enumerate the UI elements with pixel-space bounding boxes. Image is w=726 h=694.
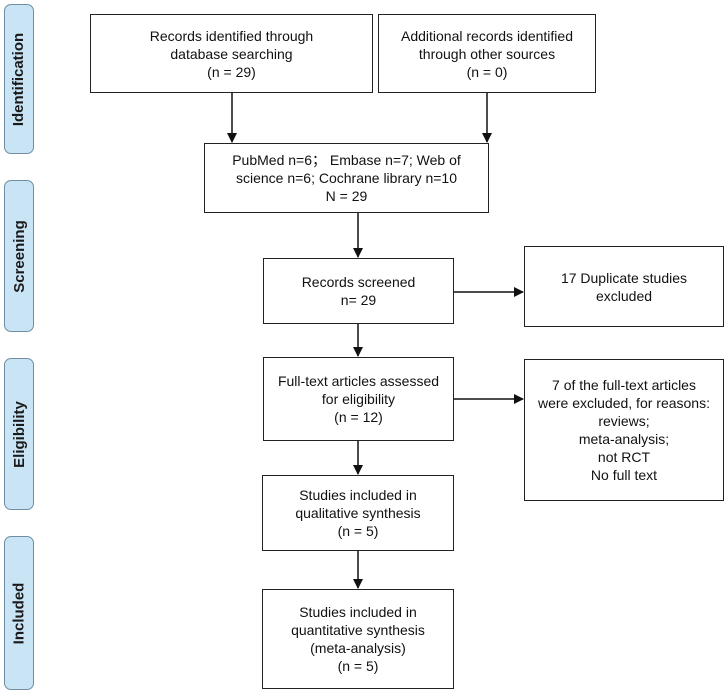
stage-eligibility: Eligibility bbox=[4, 358, 34, 510]
box-records-screened: Records screened n= 29 bbox=[263, 258, 454, 324]
box-text-line: for eligibility bbox=[321, 391, 396, 407]
box-text-line: 7 of the full-text articles bbox=[552, 377, 696, 393]
box-text-line: 17 Duplicate studies bbox=[560, 269, 688, 286]
box-text-line: Records identified through bbox=[149, 27, 314, 44]
box-text: Full-text articles assessed for eligibili… bbox=[278, 372, 439, 426]
box-text-line: science n=6; Cochrane library n=10 bbox=[235, 170, 457, 186]
box-text-line: Records screened bbox=[301, 274, 416, 290]
box-text-line: (n = 0) bbox=[466, 63, 508, 80]
box-text-line: reviews; bbox=[598, 413, 650, 429]
box-fulltext-assessed: Full-text articles assessed for eligibili… bbox=[263, 357, 454, 441]
box-quantitative-synthesis: Studies included in quantitative synthesi… bbox=[262, 589, 454, 689]
box-text-line: not RCT bbox=[597, 449, 651, 465]
box-fulltext-excluded: 7 of the full-text articles were excluded… bbox=[524, 359, 724, 501]
box-combined-sources: PubMed n=6； Embase n=7; Web of science n=… bbox=[204, 143, 489, 213]
box-text-line: excluded bbox=[595, 287, 653, 304]
box-text: Records screened n= 29 bbox=[302, 273, 416, 309]
stage-included: Included bbox=[4, 536, 34, 690]
box-text-line: (meta-analysis) bbox=[310, 640, 406, 656]
box-qualitative-synthesis: Studies included in qualitative synthesis… bbox=[262, 475, 454, 551]
box-text: Studies included in qualitative synthesis… bbox=[295, 486, 420, 540]
stage-screening: Screening bbox=[4, 180, 34, 332]
box-text-line: (n = 5) bbox=[337, 658, 379, 674]
box-text-line: qualitative synthesis bbox=[295, 505, 421, 521]
box-text-line: (n = 29) bbox=[207, 63, 256, 80]
box-text-line: database searching bbox=[170, 45, 293, 62]
box-text: PubMed n=6； Embase n=7; Web of science n=… bbox=[232, 151, 461, 205]
box-text-line: Additional records identified bbox=[401, 27, 573, 44]
box-text-line: Studies included in bbox=[299, 487, 417, 503]
box-text-line: (n = 12) bbox=[334, 409, 383, 425]
stage-identification: Identification bbox=[4, 4, 34, 154]
box-text-line: were excluded, for reasons: bbox=[538, 395, 710, 411]
box-text-line: No full text bbox=[590, 467, 658, 483]
box-text: 7 of the full-text articles were excluded… bbox=[538, 376, 710, 484]
box-text-line: Full-text articles assessed bbox=[277, 373, 440, 389]
box-text-line: quantitative synthesis bbox=[291, 622, 425, 638]
box-text: Studies included in quantitative synthesi… bbox=[291, 603, 425, 675]
box-text-line: through other sources bbox=[418, 45, 556, 62]
box-text-line: (n = 5) bbox=[337, 523, 379, 539]
box-text-line: Studies included in bbox=[299, 604, 417, 620]
box-text-line: meta-analysis; bbox=[578, 431, 670, 447]
box-text-line: PubMed n=6； Embase n=7; Web of bbox=[232, 152, 461, 168]
box-text-line: N = 29 bbox=[325, 188, 368, 204]
box-text-line: n= 29 bbox=[340, 292, 377, 308]
